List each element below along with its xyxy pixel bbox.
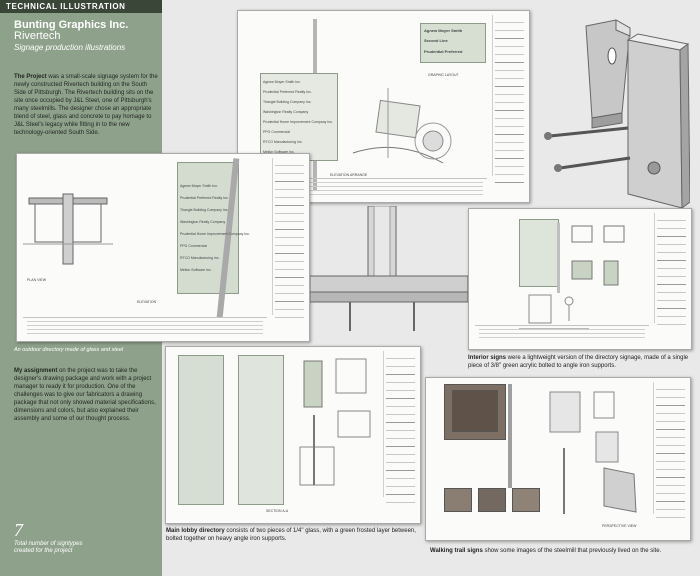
outdoor-caption: An outdoor directory made of glass and s…: [14, 347, 124, 353]
title-block: [492, 15, 526, 183]
section-label: TECHNICAL ILLUSTRATION: [0, 0, 162, 13]
subtitle: Signage production illustrations: [14, 43, 126, 52]
dir-entry-4: Washington Realty Company: [263, 110, 309, 114]
lobby-caption-text: consists of two pieces of 1/4" glass, wi…: [166, 528, 416, 542]
dir-entry-5: Prudential Home Improvement Company Inc.: [263, 120, 334, 124]
outdoor-entry-6: PPG Commercial: [180, 244, 208, 248]
outdoor-entry-3: Triangle Building Company Inc.: [180, 208, 229, 212]
steelmill-thumb-1: [444, 488, 472, 512]
dir-entry-3: Triangle Building Company Inc.: [263, 100, 312, 104]
project-intro-lead: The Project: [14, 74, 47, 80]
lobby-section-details: [299, 358, 371, 486]
lobby-directory-elevation: [238, 355, 284, 505]
drawing-sheet-lobby-directory: SECTION A-A: [165, 346, 421, 524]
trail-caption-lead: Walking trail signs: [430, 548, 483, 554]
stat-number: 7: [14, 520, 23, 540]
title-block-interior: [654, 213, 688, 325]
trail-caption: Walking trail signs show some images of …: [430, 548, 695, 556]
title-block-trail: [653, 382, 687, 518]
outdoor-entry-2: Prudential Preferred Realty Inc.: [180, 196, 229, 200]
title-block-outdoor: [272, 158, 306, 318]
assignment-text: My assignment on the project was to take…: [14, 367, 160, 423]
interior-sign-panel: [519, 219, 559, 287]
drawing-sheet-walking-trail: PERSPECTIVE VIEW: [425, 377, 691, 541]
project-name: Rivertech: [14, 30, 61, 42]
sign-line-1: Agnew Moyer Smith: [424, 28, 463, 33]
label-section-a: SECTION A-A: [266, 509, 289, 513]
project-intro-text: was a small-scale signage system for the…: [14, 74, 158, 136]
plan-view-section-drawing: [23, 193, 113, 265]
notes-block: [244, 178, 487, 198]
label-elevation: ELEVATION: [137, 300, 157, 304]
dir-entry-6: PPG Commercial: [263, 130, 291, 134]
drawing-sheet-interior: [468, 208, 692, 350]
bracket-detail-illustration: [544, 19, 690, 209]
outdoor-entry-4: Washington Realty Company: [180, 220, 226, 224]
directory-panel: [260, 73, 338, 161]
project-intro: The Project was a small-scale signage sy…: [14, 73, 160, 137]
outdoor-entry-5: Prudential Home Improvement Company Inc.: [180, 232, 251, 236]
plan-view-drawing: [414, 122, 452, 160]
label-graphic-layout: GRAPHIC LAYOUT: [428, 73, 459, 77]
drawing-sheet-outdoor-directory: PLAN VIEW Agnew Moyer Smith Inc. Prudent…: [16, 153, 310, 342]
notes-block-outdoor: [23, 317, 267, 337]
interior-bracket-details: [571, 225, 625, 286]
outdoor-entry-7: RTCO Manufacturing Inc.: [180, 256, 220, 260]
sign-line-2: Second Line: [424, 38, 448, 43]
sign-panel: [420, 23, 486, 63]
post-base-detail: [310, 206, 468, 331]
lobby-caption: Main lobby directory consists of two pie…: [166, 528, 422, 543]
interior-caption-lead: Interior signs: [468, 355, 507, 361]
lobby-caption-lead: Main lobby directory: [166, 528, 225, 534]
assignment-body: on the project was to take the designer'…: [14, 368, 156, 422]
label-plan-view: PLAN VIEW: [27, 278, 47, 282]
label-elevation-arrange: ELEVATION ARRANGE: [330, 173, 368, 177]
steelmill-photo-inner: [452, 390, 498, 432]
stat-label: Total number of signtypes created for th…: [14, 541, 83, 554]
outdoor-entry-1: Agnew Moyer Smith Inc.: [180, 184, 218, 188]
dir-entry-8: Mellon Software Inc.: [263, 150, 295, 154]
interior-caption-text: were a lightweight version of the direct…: [468, 355, 689, 369]
label-perspective: PERSPECTIVE VIEW: [602, 524, 637, 528]
dir-entry-2: Prudential Preferred Realty Inc.: [263, 90, 312, 94]
steelmill-thumb-2: [478, 488, 506, 512]
title-block-lobby: [383, 351, 417, 503]
assignment-lead: My assignment: [14, 368, 58, 374]
trail-caption-text: show some images of the steelmill that p…: [482, 548, 662, 554]
outdoor-directory-panel: [177, 162, 239, 294]
lobby-directory-panel: [178, 355, 224, 505]
interior-caption: Interior signs were a lightweight versio…: [468, 355, 694, 370]
dir-entry-1: Agnew Moyer Smith Inc.: [263, 80, 301, 84]
sign-line-3: Prudential Preferred: [424, 49, 463, 54]
dir-entry-7: RTCO Manufacturing Inc.: [263, 140, 303, 144]
company-name: Bunting Graphics Inc.: [14, 19, 129, 31]
outdoor-entry-8: Mellon Software Inc.: [180, 268, 212, 272]
notes-block-interior: [475, 325, 649, 345]
trail-sign-details: [549, 391, 637, 514]
elevation-arrange-drawing: [352, 88, 444, 164]
steelmill-thumb-3: [512, 488, 540, 512]
